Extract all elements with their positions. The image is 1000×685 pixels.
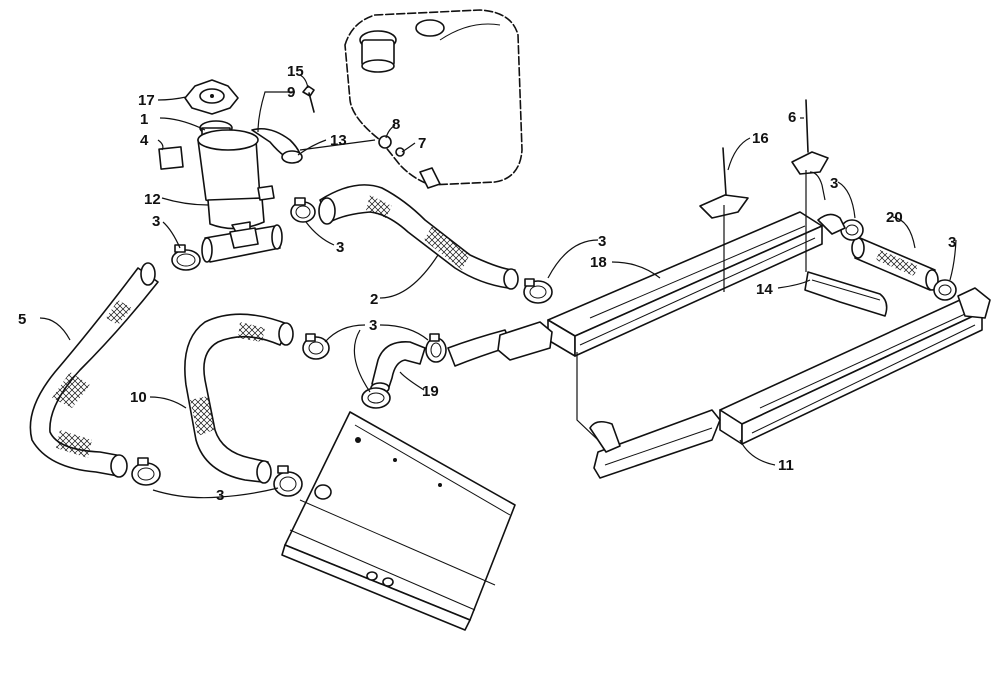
hose-clamp — [171, 244, 201, 271]
callout-labels: 17 1 4 12 3 15 9 13 8 7 3 5 2 10 3 3 19 … — [18, 63, 956, 504]
label-12: 12 — [144, 191, 161, 208]
heat-exchanger-plate — [281, 411, 516, 631]
label-3: 3 — [948, 234, 956, 251]
overflow-hose — [251, 127, 303, 164]
tank-fitting — [378, 135, 405, 157]
hose-clamp — [523, 278, 553, 304]
label-17: 17 — [138, 92, 155, 109]
upper-hose — [318, 184, 519, 290]
hose-clamp — [131, 457, 161, 486]
label-7: 7 — [418, 135, 426, 152]
right-hose — [851, 237, 939, 291]
cooler-rail-upper — [547, 211, 823, 357]
label-14: 14 — [756, 281, 773, 298]
label-13: 13 — [330, 132, 347, 149]
cross-tube — [804, 271, 888, 317]
mounting-bracket — [791, 151, 829, 175]
leader-lines — [39, 74, 957, 499]
label-19: 19 — [422, 383, 439, 400]
hose-clamp — [933, 279, 957, 301]
label-3: 3 — [216, 487, 224, 504]
end-elbow — [957, 287, 991, 319]
cooler-end-fitting — [497, 321, 553, 361]
label-9: 9 — [287, 84, 295, 101]
filler-neck-assembly — [197, 120, 275, 233]
label-11: 11 — [778, 457, 794, 474]
label-3: 3 — [369, 317, 377, 334]
label-20: 20 — [886, 209, 903, 226]
label-10: 10 — [130, 389, 147, 406]
stud — [805, 99, 809, 153]
hose-clamp — [273, 465, 303, 497]
label-3: 3 — [598, 233, 606, 250]
label-3: 3 — [152, 213, 160, 230]
overflow-line — [299, 139, 376, 151]
hose-clamp — [361, 387, 391, 409]
label-4: 4 — [140, 132, 149, 149]
cooler-section-lower-left — [589, 409, 721, 479]
hose-clamp — [290, 197, 316, 223]
stud — [722, 147, 727, 196]
label-16: 16 — [752, 130, 769, 147]
label-3: 3 — [830, 175, 838, 192]
decal — [158, 146, 184, 170]
hose-clamp — [425, 333, 447, 363]
hose-clamp — [840, 219, 864, 241]
coolant-tank — [344, 9, 523, 189]
left-long-hose — [29, 262, 159, 478]
label-5: 5 — [18, 311, 26, 328]
screw — [302, 85, 315, 113]
cooler-rail-lower — [719, 299, 983, 445]
alignment-line — [576, 352, 599, 441]
hose-clamp — [302, 333, 330, 360]
end-elbow — [817, 213, 846, 235]
label-18: 18 — [590, 254, 607, 271]
radiator-cap — [184, 79, 239, 115]
t-fitting — [201, 224, 283, 263]
label-15: 15 — [287, 63, 304, 80]
label-3: 3 — [336, 239, 344, 256]
label-2: 2 — [370, 291, 378, 308]
label-8: 8 — [392, 116, 400, 133]
label-1: 1 — [140, 111, 148, 128]
middle-u-hose — [184, 313, 294, 484]
label-6: 6 — [788, 109, 796, 126]
